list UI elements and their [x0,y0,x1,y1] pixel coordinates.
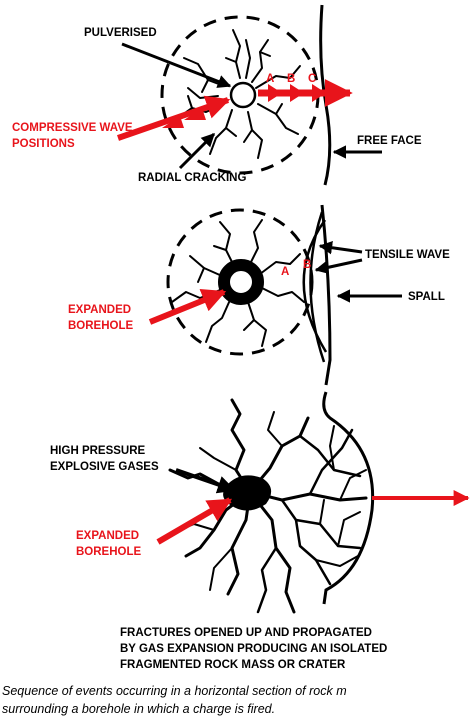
wave-label-a-2: A [281,266,289,278]
tensile-wave-circle [166,208,314,356]
wave-label-a: A [266,73,274,85]
pulverised-pointer [121,42,232,88]
fracture-network [168,398,368,614]
spall-label: SPALL [408,291,445,303]
wave-label-c: C [308,73,316,85]
pulverised-label: PULVERISED [84,27,157,39]
wave-label-b-2: B [303,259,311,271]
fractures-description-3: FRAGMENTED ROCK MASS OR CRATER [120,659,346,671]
borehole-pulverised-zone [229,81,257,109]
fractures-description-2: BY GAS EXPANSION PRODUCING AN ISOLATED [120,643,387,655]
radial-cracking-pointer [178,132,216,170]
compressive-wave-label: COMPRESSIVE WAVE [12,122,133,134]
expanded-borehole-label-3b: BOREHOLE [76,546,142,558]
crater-outline [322,391,375,605]
figure-caption-line-2: surrounding a borehole in which a charge… [2,702,276,716]
wave-label-b: B [287,73,295,85]
fractures-description: FRACTURES OPENED UP AND PROPAGATED [120,627,372,639]
panel-2-tensile-wave: A B TENSILE WAVE SPALL EXPANDED BOREHOLE [68,204,450,386]
tensile-wave-pointer-2 [314,258,363,275]
tensile-wave-pointer-1 [318,241,363,255]
radial-cracks [177,29,301,159]
compressive-wave-pointer [117,95,231,141]
free-face-label: FREE FACE [357,135,422,147]
radial-cracks-2 [171,219,305,347]
tensile-wave-label: TENSILE WAVE [365,249,450,261]
panel-1-compressive-wave: A B C PULVERISED COMPRESSIVE WAVE POSITI… [12,4,422,186]
radial-cracking-label: RADIAL CRACKING [138,172,246,184]
expanded-borehole-pointer [148,288,227,325]
panel-3-gas-expansion: HIGH PRESSURE EXPLOSIVE GASES EXPANDED B… [50,391,470,671]
figure-caption-line-1: Sequence of events occurring in a horizo… [2,684,347,698]
tensile-wave-arc-outer [309,211,326,363]
high-pressure-label-2: EXPLOSIVE GASES [50,461,159,473]
compressive-wave-label-2: POSITIONS [12,138,75,150]
expanded-borehole-pointer-3 [156,497,233,545]
high-pressure-label: HIGH PRESSURE [50,445,146,457]
expanded-borehole-label-3: EXPANDED [76,530,139,542]
expanded-borehole-label: EXPANDED [68,304,131,316]
expanded-borehole-label-2: BOREHOLE [68,320,134,332]
high-pressure-pointer [175,468,236,494]
free-face-line-2 [320,204,332,386]
expanded-borehole-ring [218,259,264,305]
